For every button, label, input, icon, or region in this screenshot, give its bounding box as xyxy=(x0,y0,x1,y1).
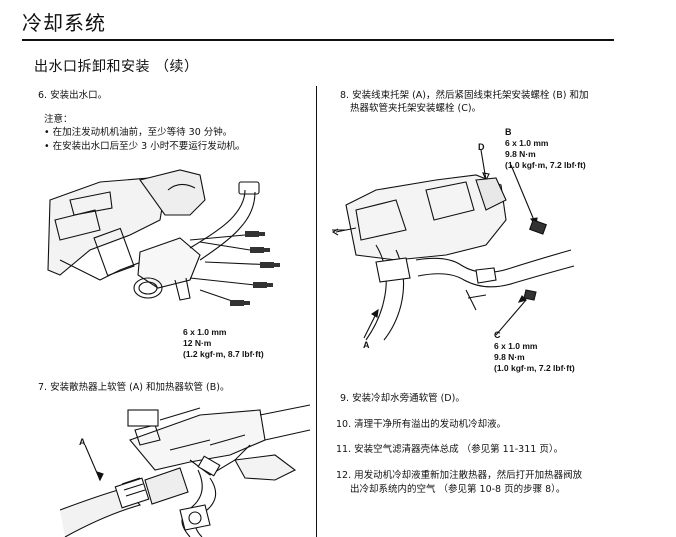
step-9: 9. 安装冷却水旁通软管 (D)。 xyxy=(340,393,465,404)
harness-bracket-illustration xyxy=(331,149,575,341)
fig1-spec-torque: 12 N·m xyxy=(183,338,212,348)
note-title: 注意： xyxy=(44,114,73,125)
fig1-spec-size: 6 x 1.0 mm xyxy=(183,327,227,337)
step-8-line-2: 热器软管夹托架安装螺栓 (C)。 xyxy=(350,103,482,114)
label-d: D xyxy=(478,142,485,152)
step-7: 7. 安装散热器上软管 (A) 和加热器软管 (B)。 xyxy=(38,382,230,393)
spec-b-size: 6 x 1.0 mm xyxy=(505,138,549,148)
note-item-1: • 在加注发动机机油前，至少等待 30 分钟。 xyxy=(44,127,233,138)
label-b: B xyxy=(505,127,512,137)
step-11: 11. 安装空气滤清器壳体总成 （参见第 11-311 页）。 xyxy=(336,444,564,455)
step-6: 6. 安装出水口。 xyxy=(38,90,108,101)
spec-c-torque: 9.8 N·m xyxy=(494,352,525,362)
label-c: C xyxy=(494,330,501,340)
column-divider xyxy=(316,86,317,537)
note-item-2: • 在安装出水口后至少 3 小时不要运行发动机。 xyxy=(44,141,246,152)
fig2-label-a: A xyxy=(79,437,86,447)
spec-b-torque: 9.8 N·m xyxy=(505,149,536,159)
label-a: A xyxy=(363,340,370,350)
spec-c-size: 6 x 1.0 mm xyxy=(494,341,538,351)
page-title: 冷却系统 xyxy=(22,11,106,35)
radiator-hose-illustration xyxy=(59,404,311,537)
title-divider xyxy=(22,39,614,41)
fig1-spec-torque-alt: (1.2 kgf·m, 8.7 lbf·ft) xyxy=(183,349,264,359)
step-12-line-1: 12. 用发动机冷却液重新加注散热器，然后打开加热器阀放 xyxy=(336,470,583,481)
section-subtitle: 出水口拆卸和安装 （续） xyxy=(34,59,199,75)
step-8-line-1: 8. 安装线束托架 (A)，然后紧固线束托架安装螺栓 (B) 和加 xyxy=(340,90,589,101)
water-outlet-illustration xyxy=(47,169,280,306)
spec-b-torque-alt: (1.0 kgf·m, 7.2 lbf·ft) xyxy=(505,160,586,170)
spec-c-torque-alt: (1.0 kgf·m, 7.2 lbf·ft) xyxy=(494,363,575,373)
step-12-line-2: 出冷却系统内的空气 （参见第 10-8 页的步骤 8）。 xyxy=(350,484,566,495)
step-10: 10. 清理干净所有溢出的发动机冷却液。 xyxy=(336,419,507,430)
